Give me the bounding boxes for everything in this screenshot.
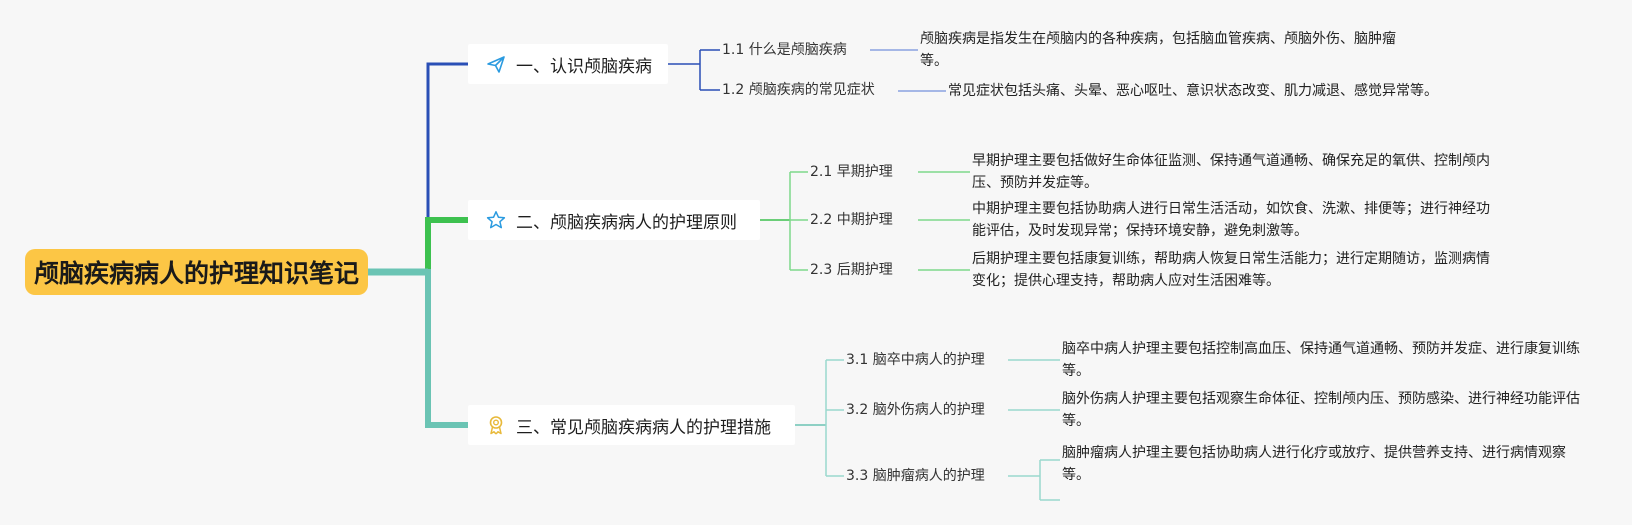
detail-1-2: 常见症状包括头痛、头晕、恶心呕吐、意识状态改变、肌力减退、感觉异常等。 — [948, 83, 1438, 99]
subtopic-2-2[interactable]: 2.2 中期护理 — [810, 212, 893, 228]
detail-3-3: 脑肿瘤病人护理主要包括协助病人进行化疗或放疗、提供营养支持、进行病情观察等。 — [1062, 445, 1566, 483]
detail-2-3: 后期护理主要包括康复训练，帮助病人恢复日常生活能力；进行定期随访，监测病情变化；… — [972, 251, 1490, 289]
detail-1-1: 颅脑疾病是指发生在颅脑内的各种疾病，包括脑血管疾病、颅脑外伤、脑肿瘤等。 — [920, 31, 1396, 69]
detail-2-1: 早期护理主要包括做好生命体征监测、保持通气道通畅、确保充足的氧供、控制颅内压、预… — [972, 153, 1490, 191]
detail-3-1: 脑卒中病人护理主要包括控制高血压、保持通气道通畅、预防并发症、进行康复训练等。 — [1062, 341, 1580, 379]
branch-topic-2-label: 二、颅脑疾病病人的护理原则 — [516, 212, 737, 233]
detail-2-2: 中期护理主要包括协助病人进行日常生活活动，如饮食、洗漱、排便等；进行神经功能评估… — [972, 201, 1490, 239]
branch-topic-1[interactable]: 一、认识颅脑疾病 — [468, 44, 668, 84]
detail-3-2: 脑外伤病人护理主要包括观察生命体征、控制颅内压、预防感染、进行神经功能评估等。 — [1062, 391, 1580, 429]
award-ribbon-icon — [486, 415, 506, 435]
branch-topic-2[interactable]: 二、颅脑疾病病人的护理原则 — [468, 200, 760, 240]
subtopic-3-1[interactable]: 3.1 脑卒中病人的护理 — [846, 352, 985, 368]
subtopic-1-2[interactable]: 1.2 颅脑疾病的常见症状 — [722, 82, 875, 98]
branch-topic-3[interactable]: 三、常见颅脑疾病病人的护理措施 — [468, 405, 795, 445]
branch-topic-1-label: 一、认识颅脑疾病 — [516, 56, 652, 77]
paper-plane-icon — [486, 54, 506, 74]
star-icon — [486, 210, 506, 230]
subtopic-3-3[interactable]: 3.3 脑肿瘤病人的护理 — [846, 468, 985, 484]
subtopic-2-3[interactable]: 2.3 后期护理 — [810, 262, 893, 278]
branch-topic-3-label: 三、常见颅脑疾病病人的护理措施 — [516, 417, 771, 438]
subtopic-3-2[interactable]: 3.2 脑外伤病人的护理 — [846, 402, 985, 418]
root-topic[interactable]: 颅脑疾病病人的护理知识笔记 — [25, 249, 368, 295]
root-topic-label: 颅脑疾病病人的护理知识笔记 — [33, 259, 359, 288]
subtopic-1-1[interactable]: 1.1 什么是颅脑疾病 — [722, 42, 847, 58]
subtopic-2-1[interactable]: 2.1 早期护理 — [810, 164, 893, 180]
